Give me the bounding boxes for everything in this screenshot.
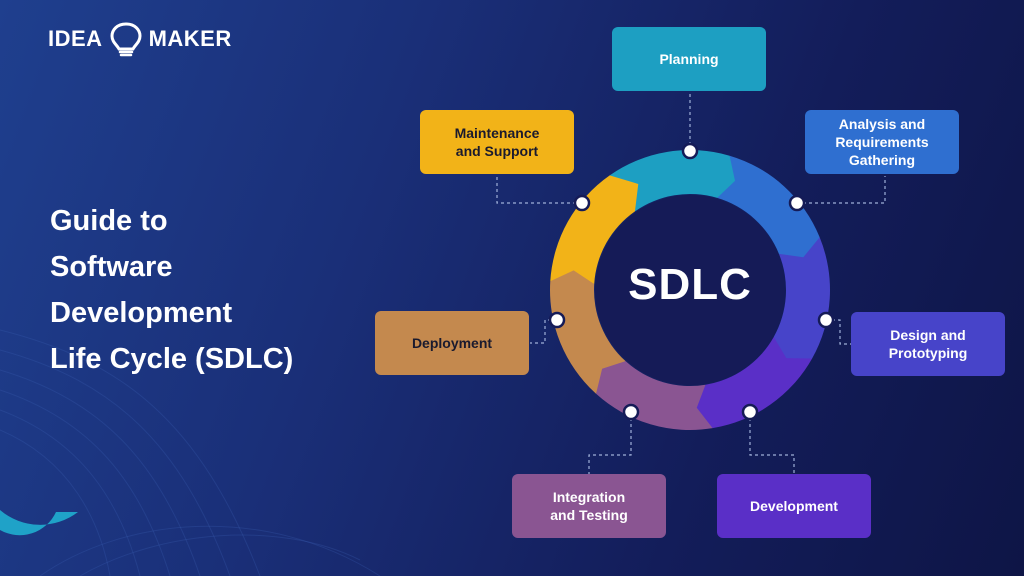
connector-dot-analysis	[788, 194, 806, 212]
connector-line-development	[749, 412, 795, 474]
stage-box-analysis[interactable]: Analysis and Requirements Gathering	[805, 110, 959, 174]
cycle-segment-development	[690, 336, 813, 429]
stage-box-development[interactable]: Development	[717, 474, 871, 538]
cycle-segment-planning	[609, 149, 741, 212]
lightbulb-icon	[110, 22, 142, 57]
stage-box-integration[interactable]: Integration and Testing	[512, 474, 666, 538]
stage-label: Analysis and Requirements Gathering	[835, 116, 929, 168]
stage-box-design[interactable]: Design and Prototyping	[851, 312, 1005, 376]
cycle-segment-design	[773, 237, 830, 364]
connector-dot-maintenance	[573, 194, 591, 212]
stage-label: Planning	[659, 51, 719, 67]
connector-dot-design	[817, 311, 835, 329]
cycle-segment-analysis	[717, 155, 820, 264]
title-line: Guide to	[50, 205, 168, 237]
cycle-segment-deployment	[550, 264, 626, 394]
connector-line-analysis	[797, 176, 886, 204]
stage-box-deployment[interactable]: Deployment	[375, 311, 529, 375]
cycle-segment-maintenance	[550, 175, 639, 285]
title-line: Life Cycle (SDLC)	[50, 343, 294, 375]
connector-dot-planning	[681, 142, 699, 160]
cycle-center-disc	[595, 195, 785, 385]
title-line: Development	[50, 297, 233, 329]
stage-box-maintenance[interactable]: Maintenance and Support	[420, 110, 574, 174]
connector-dot-integration	[622, 403, 640, 421]
cycle-center-label: SDLC	[628, 260, 752, 309]
stage-label: Maintenance and Support	[454, 125, 540, 159]
title-line: Software	[50, 251, 173, 283]
logo-text-right: MAKER	[148, 26, 232, 51]
page-title: Guide to Software Development Life Cycle…	[50, 198, 370, 382]
connector-line-integration	[588, 412, 632, 474]
stage-label: Integration and Testing	[550, 489, 628, 523]
logo-text-left: IDEA	[48, 26, 103, 51]
connector-line-maintenance	[496, 176, 582, 204]
stage-label: Deployment	[411, 335, 493, 351]
connector-dot-development	[741, 403, 759, 421]
connector-dot-deployment	[548, 311, 566, 329]
stage-label: Design and Prototyping	[888, 327, 968, 361]
stage-label: Development	[750, 498, 838, 514]
brand-logo[interactable]: IDEA MAKER	[48, 22, 232, 57]
stage-box-planning[interactable]: Planning	[612, 27, 766, 91]
